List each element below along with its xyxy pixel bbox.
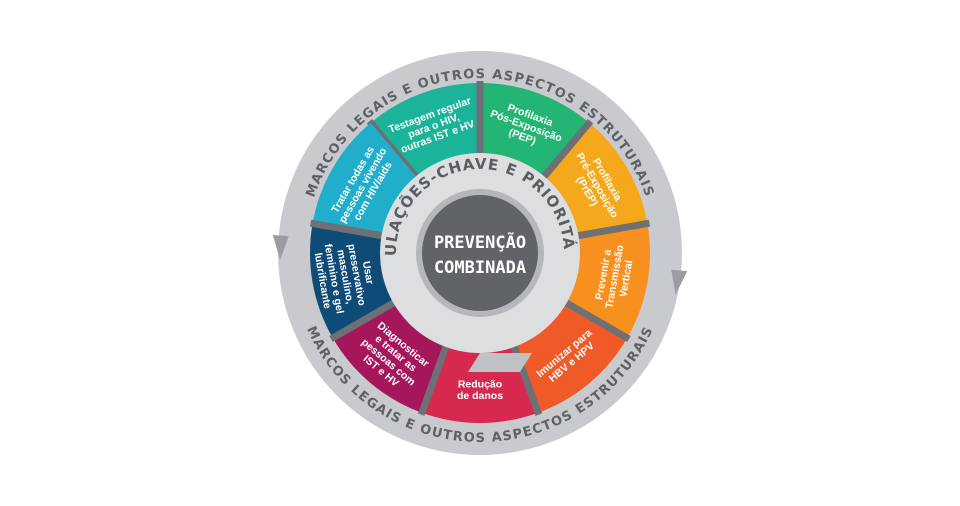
center-disc	[422, 195, 538, 311]
segment-separator	[563, 298, 631, 343]
inner-ring-arrow	[468, 353, 532, 372]
segment-separator	[575, 219, 650, 240]
segment-separator	[310, 219, 385, 240]
segment-separator	[540, 118, 594, 181]
segment-separator	[417, 343, 450, 416]
segment-transmissao-vertical	[564, 223, 650, 338]
segment-separator	[329, 298, 397, 343]
segment-preservativo	[309, 223, 396, 338]
center-title-line1: PREVENÇÃO	[434, 230, 526, 253]
segment-label-line: Usar	[360, 260, 376, 285]
ring-arrows	[272, 234, 688, 295]
segment-label-line: Redução	[458, 378, 502, 390]
center-title-line2: COMBINADA	[434, 258, 526, 278]
segment-label-preservativo: Usarpreservativomasculino,feminino e gel…	[310, 237, 379, 317]
segment-label-line: de danos	[457, 390, 503, 402]
ring-arrow-head	[671, 269, 688, 295]
ring-arrow-head	[272, 234, 289, 260]
